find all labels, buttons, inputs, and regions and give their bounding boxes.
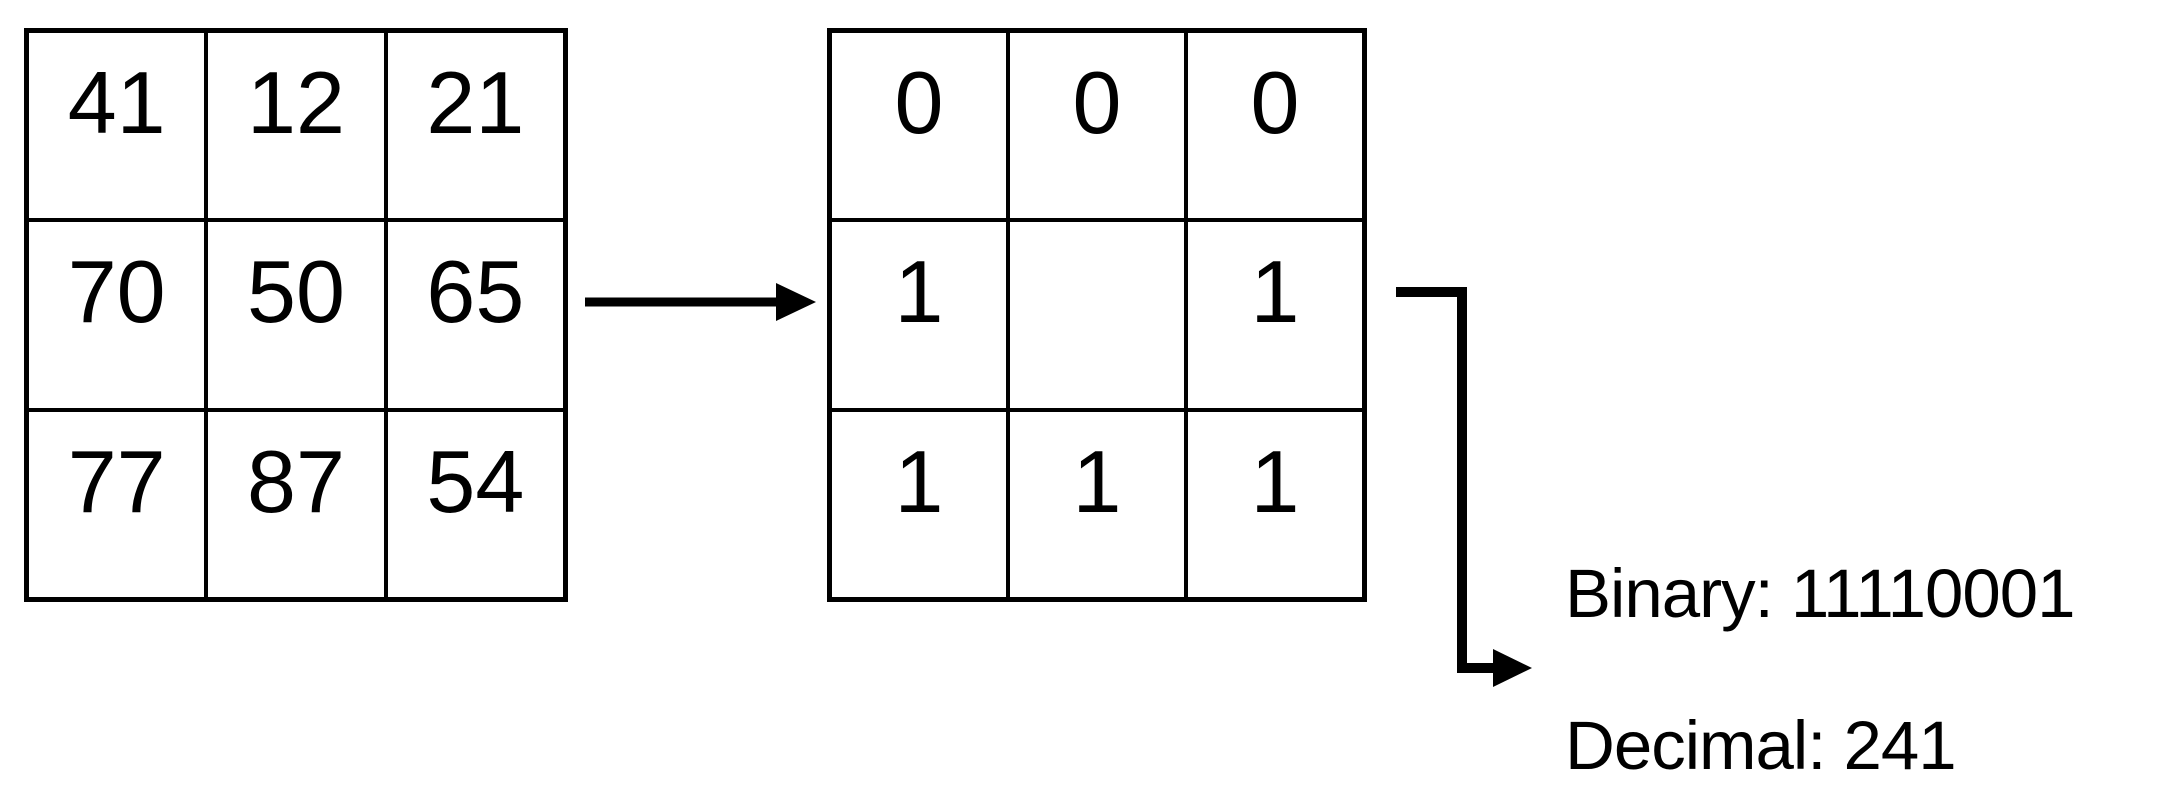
- result-elbow-arrow-icon: [1396, 287, 1532, 687]
- pixel-cell-r2c1: 87: [206, 409, 386, 599]
- pixel-cell-r1c0: 70: [27, 220, 207, 410]
- threshold-cell-r1c1-center-empty: [1008, 220, 1186, 410]
- pixel-values-grid: 41 12 21 70 50 65 77 87 54: [24, 28, 568, 602]
- threshold-cell-r0c0: 0: [830, 31, 1008, 221]
- decimal-result-text: Decimal: 241: [1565, 707, 1957, 784]
- threshold-cell-r2c1: 1: [1008, 409, 1186, 599]
- binary-result-text: Binary: 11110001: [1565, 555, 2076, 632]
- transform-arrow-right-icon: [585, 283, 816, 321]
- pixel-cell-r2c2: 54: [385, 409, 565, 599]
- pixel-cell-r0c1: 12: [206, 31, 386, 221]
- pixel-cell-r0c0: 41: [27, 31, 207, 221]
- threshold-cell-r1c0: 1: [830, 220, 1008, 410]
- threshold-cell-r0c1: 0: [1008, 31, 1186, 221]
- threshold-cell-r0c2: 0: [1186, 31, 1364, 221]
- threshold-cell-r2c2: 1: [1186, 409, 1364, 599]
- pixel-cell-r0c2: 21: [385, 31, 565, 221]
- pixel-cell-r1c2: 65: [385, 220, 565, 410]
- threshold-grid: 0 0 0 1 1 1 1 1: [827, 28, 1367, 602]
- pixel-cell-r2c0: 77: [27, 409, 207, 599]
- threshold-cell-r2c0: 1: [830, 409, 1008, 599]
- threshold-cell-r1c2: 1: [1186, 220, 1364, 410]
- pixel-cell-r1c1: 50: [206, 220, 386, 410]
